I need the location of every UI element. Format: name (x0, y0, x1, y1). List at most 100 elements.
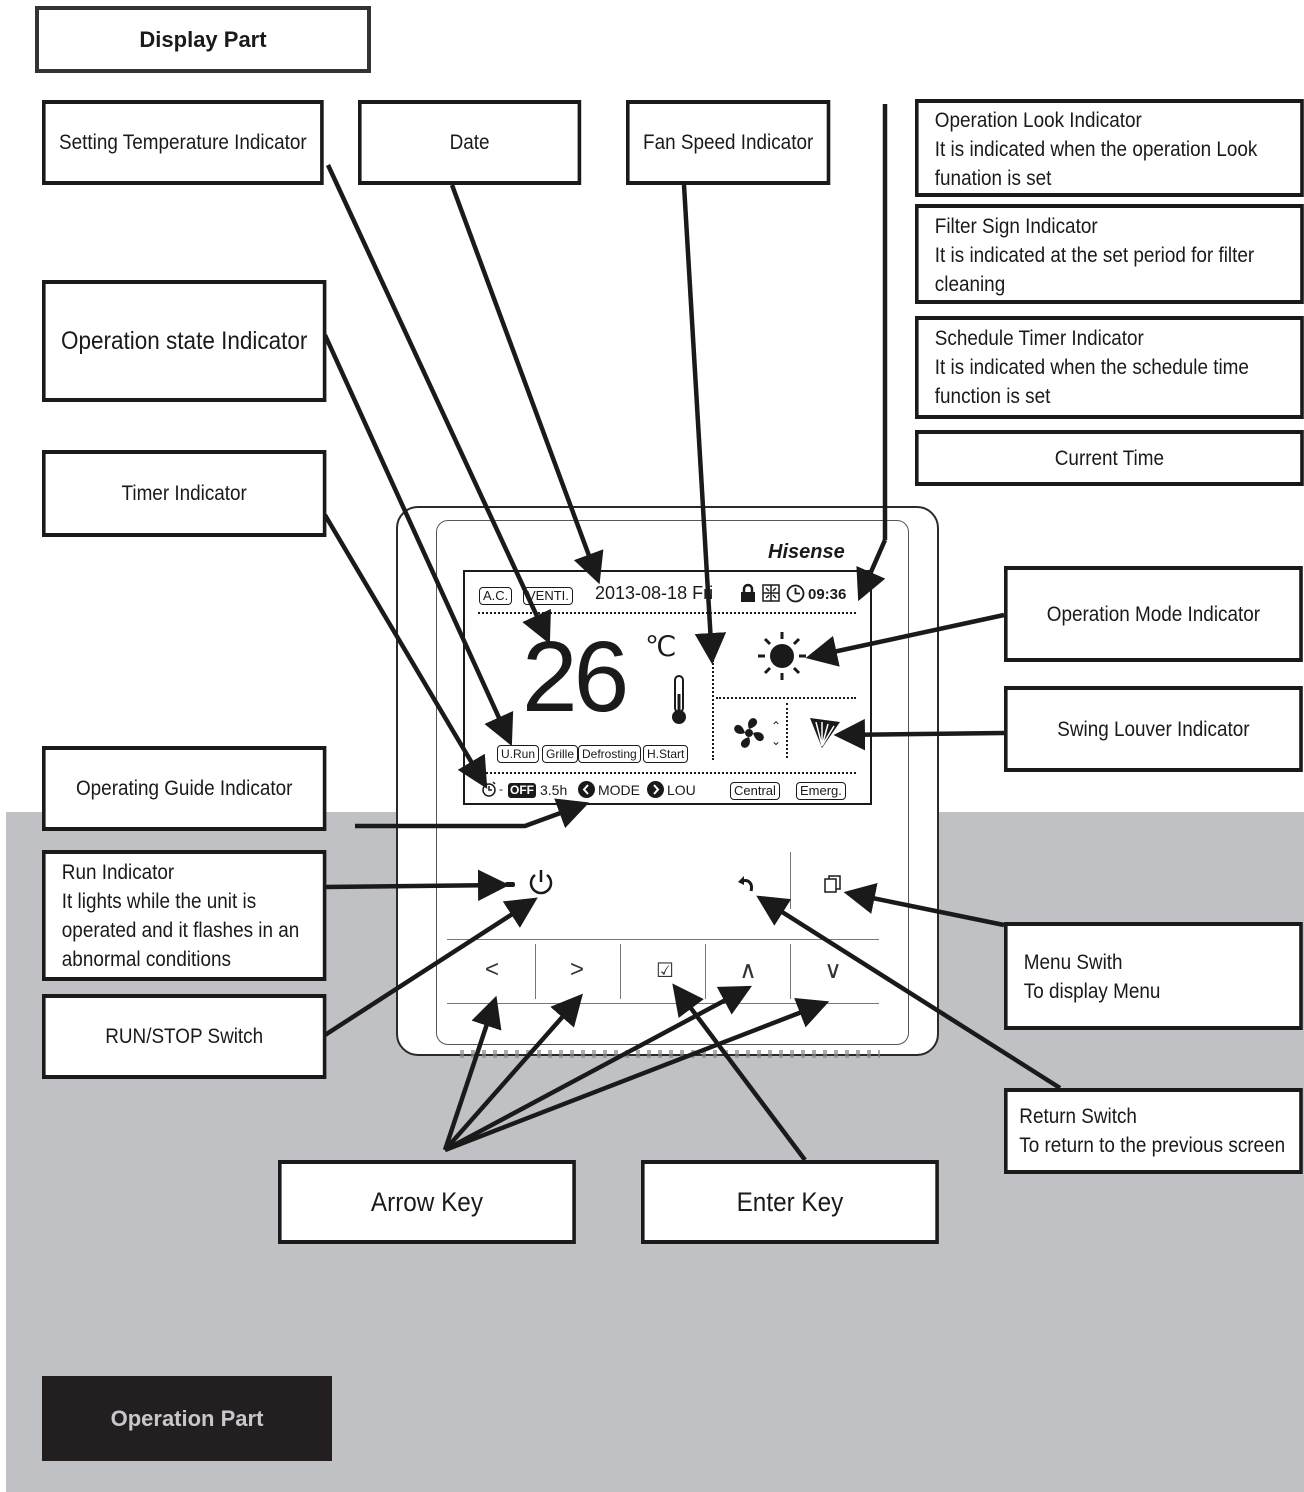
operation-look-callout: Operation Look Indicator It is indicated… (915, 99, 1304, 197)
enter-key[interactable]: ☑ (656, 960, 674, 982)
thermometer-icon (668, 674, 690, 726)
schedule-timer-callout: Schedule Timer Indicator It is indicated… (915, 316, 1304, 419)
lcd-divider-bottom (478, 772, 856, 774)
lcd-time: 09:36 (808, 586, 847, 603)
date-callout: Date (358, 100, 582, 185)
guide-right-icon (647, 781, 664, 798)
lcd-divider-mid (716, 697, 856, 699)
menu-switch-title: Menu Swith (1023, 951, 1123, 974)
current-time-callout: Current Time (915, 430, 1304, 486)
lcd-divider-vertical (712, 660, 714, 760)
schedule-timer-desc-1: It is indicated when the schedule time (934, 356, 1249, 379)
timer-callout: Timer Indicator (42, 450, 327, 537)
guide-left-icon (578, 781, 595, 798)
operation-look-desc-2: funation is set (934, 167, 1052, 190)
run-indicator-title: Run Indicator (61, 861, 175, 884)
fan-speed-label: Fan Speed Indicator (643, 131, 814, 154)
run-indicator-desc-2: operated and it flashes in an (61, 919, 300, 942)
keypad-divider-3 (705, 944, 706, 999)
status-tag-defrosting: Defrosting (578, 745, 641, 763)
swing-louver-callout: Swing Louver Indicator (1004, 686, 1303, 772)
return-button[interactable] (737, 874, 759, 894)
ac-tag: A.C. (479, 587, 513, 605)
run-indicator-callout: Run Indicator It lights while the unit i… (42, 850, 327, 981)
schedule-timer-title: Schedule Timer Indicator (934, 327, 1144, 350)
set-temperature: 26 (522, 621, 629, 733)
return-switch-title: Return Switch (1019, 1105, 1137, 1128)
setting-temperature-callout: Setting Temperature Indicator (42, 100, 324, 185)
return-switch-desc: To return to the previous screen (1019, 1134, 1286, 1157)
menu-icon (824, 875, 841, 893)
lcd-divider-fan (786, 703, 788, 758)
run-indicator-led (505, 882, 515, 887)
run-stop-callout: RUN/STOP Switch (42, 994, 327, 1079)
keypad-bottom-line (447, 1003, 879, 1004)
filter-sign-desc-2: cleaning (934, 273, 1006, 296)
filter-sign-callout: Filter Sign Indicator It is indicated at… (915, 204, 1304, 304)
fan-speed-callout: Fan Speed Indicator (626, 100, 831, 185)
menu-switch-callout: Menu Swith To display Menu (1004, 922, 1303, 1030)
menu-divider (790, 852, 791, 909)
enter-key-label: Enter Key (736, 1186, 844, 1217)
status-tag-grille: Grille (542, 745, 579, 763)
run-stop-label: RUN/STOP Switch (105, 1025, 264, 1048)
timer-dash: - (499, 782, 503, 796)
timer-label: Timer Indicator (121, 482, 247, 505)
fan-icon (731, 715, 767, 751)
venti-tag: VENTI. (523, 587, 573, 605)
enter-key-callout: Enter Key (641, 1160, 939, 1244)
run-indicator-desc-3: abnormal conditions (61, 948, 231, 971)
timer-alarm-icon (481, 781, 497, 797)
filter-icon (762, 584, 780, 602)
central-tag: Central (730, 782, 780, 800)
operation-mode-callout: Operation Mode Indicator (1004, 566, 1303, 662)
current-time-label: Current Time (1054, 446, 1165, 470)
operation-state-callout: Operation state Indicator (42, 280, 327, 402)
keypad-divider-1 (535, 944, 536, 999)
status-tag-hstart: H.Start (643, 745, 689, 763)
power-icon (529, 870, 553, 895)
brand-logo: Hisense (768, 541, 845, 563)
clock-icon (786, 584, 805, 603)
left-arrow-key[interactable]: < (484, 956, 499, 983)
operation-mode-label: Operation Mode Indicator (1046, 602, 1261, 626)
vent-slots (460, 1050, 880, 1058)
display-part-title: Display Part (35, 6, 371, 73)
lcd-divider-top (478, 612, 856, 614)
swing-louver-label: Swing Louver Indicator (1057, 717, 1250, 741)
operation-part-title: Operation Part (42, 1376, 332, 1461)
lcd-date: 2013-08-18 Fri (595, 583, 714, 603)
fan-speed-down-icon: ⌄ (771, 734, 782, 748)
fan-speed-up-icon: ⌃ (771, 719, 782, 733)
emerg-tag: Emerg. (796, 782, 846, 800)
keypad-divider-2 (620, 944, 621, 999)
schedule-timer-desc-2: function is set (934, 385, 1051, 408)
status-tag-urun: U.Run (497, 745, 540, 763)
return-switch-callout: Return Switch To return to the previous … (1004, 1088, 1303, 1174)
filter-sign-title: Filter Sign Indicator (934, 215, 1098, 238)
return-icon (738, 876, 753, 892)
date-label: Date (449, 131, 490, 154)
menu-button[interactable] (823, 874, 843, 894)
setting-temperature-label: Setting Temperature Indicator (59, 131, 307, 154)
operating-guide-callout: Operating Guide Indicator (42, 746, 327, 831)
down-arrow-key[interactable]: ∨ (824, 957, 842, 984)
lock-icon (740, 583, 756, 603)
keypad-top-line (447, 939, 879, 940)
run-indicator-desc-1: It lights while the unit is (61, 890, 257, 913)
power-button[interactable] (527, 868, 555, 898)
temperature-unit: ℃ (645, 631, 677, 662)
arrow-key-label: Arrow Key (370, 1186, 483, 1217)
filter-sign-desc-1: It is indicated at the set period for fi… (934, 244, 1255, 267)
louver-icon (808, 716, 842, 750)
right-arrow-key[interactable]: > (569, 956, 584, 983)
keypad-divider-4 (790, 944, 791, 999)
operation-look-desc-1: It is indicated when the operation Look (934, 138, 1258, 161)
operation-state-label: Operation state Indicator (60, 326, 308, 355)
arrow-key-callout: Arrow Key (278, 1160, 576, 1244)
guide-lou: LOU (667, 782, 696, 798)
timer-off-badge: OFF (508, 783, 536, 798)
operation-look-title: Operation Look Indicator (934, 109, 1142, 132)
operating-guide-label: Operating Guide Indicator (75, 777, 293, 800)
up-arrow-key[interactable]: ∧ (739, 957, 757, 984)
